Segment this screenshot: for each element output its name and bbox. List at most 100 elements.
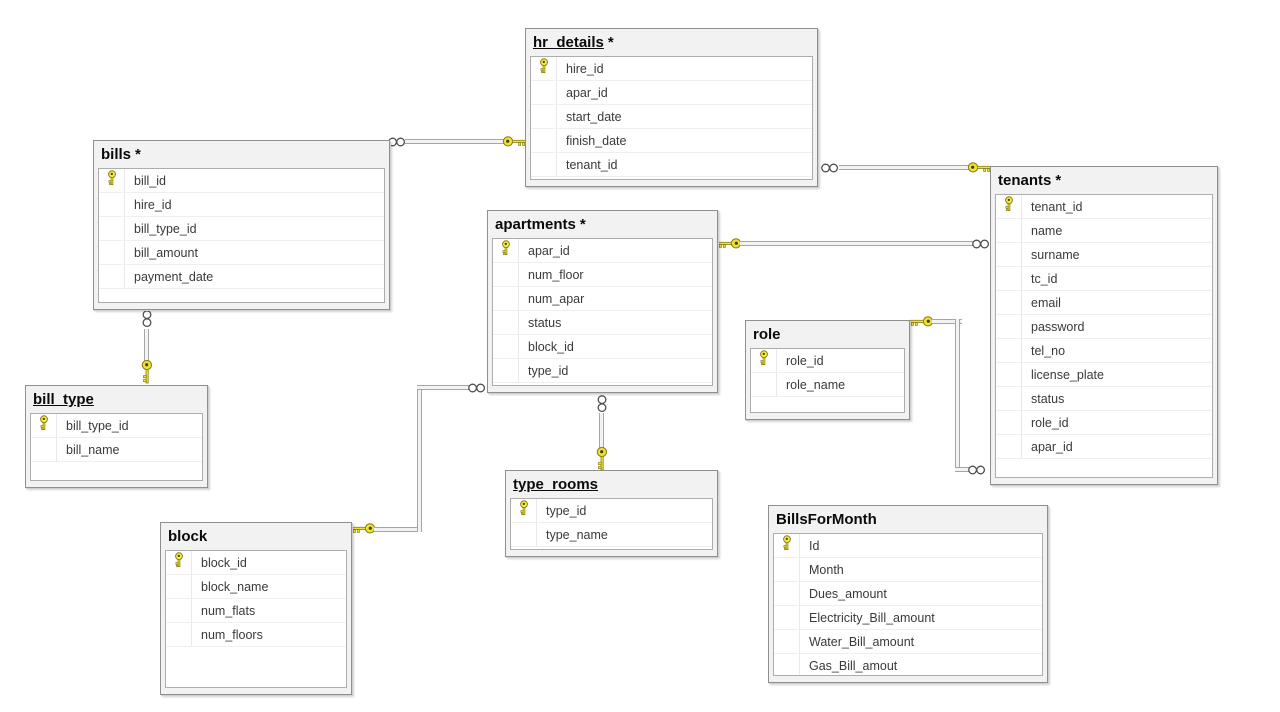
column-row[interactable]: tenant_id [996, 195, 1212, 219]
table-bills[interactable]: bills* bill_id hire_id bill_type_id bill… [93, 140, 390, 310]
table-title[interactable]: hr_details* [533, 34, 614, 51]
table-title[interactable]: tenants* [998, 172, 1062, 189]
column-row[interactable]: apar_id [531, 81, 812, 105]
column-row[interactable]: Water_Bill_amount [774, 630, 1042, 654]
column-name: tenant_id [1031, 199, 1083, 214]
many-end-infinity-icon [971, 238, 992, 250]
table-tenants[interactable]: tenants* tenant_id name surname tc_id em… [990, 166, 1218, 485]
column-row[interactable]: role_name [751, 373, 904, 397]
column-name: block_id [201, 555, 247, 570]
primary-key-icon [173, 552, 185, 573]
relationship-connector-bills-billtype[interactable] [144, 329, 149, 363]
column-name: surname [1031, 247, 1080, 262]
column-row[interactable]: name [996, 219, 1212, 243]
relationship-connector-apartments-tenants[interactable] [740, 241, 973, 246]
column-row[interactable]: tc_id [996, 267, 1212, 291]
column-row[interactable]: num_floor [493, 263, 712, 287]
many-end-infinity-icon [596, 394, 608, 415]
relationship-connector-bills-hrdetails[interactable] [405, 139, 505, 144]
table-title[interactable]: role [753, 326, 781, 343]
column-row[interactable]: num_apar [493, 287, 712, 311]
column-row[interactable]: status [996, 387, 1212, 411]
column-row[interactable]: payment_date [99, 265, 384, 289]
column-row[interactable]: surname [996, 243, 1212, 267]
column-row[interactable]: password [996, 315, 1212, 339]
table-apartments[interactable]: apartments* apar_id num_floor num_apar s… [487, 210, 718, 393]
column-name: bill_type_id [66, 418, 129, 433]
column-row[interactable]: num_floors [166, 623, 346, 647]
column-row[interactable]: bill_name [31, 438, 202, 462]
column-name: start_date [566, 109, 622, 124]
column-grid: type_id type_name [510, 498, 713, 550]
column-name: bill_id [134, 173, 166, 188]
relationship-connector-role-tenants[interactable] [955, 319, 960, 472]
column-row[interactable]: apar_id [493, 239, 712, 263]
column-name: Dues_amount [809, 586, 887, 601]
column-row[interactable]: Electricity_Bill_amount [774, 606, 1042, 630]
column-row[interactable]: type_name [511, 523, 712, 547]
column-row[interactable]: apar_id [996, 435, 1212, 459]
relationship-connector-role-tenants[interactable] [955, 467, 970, 472]
table-role[interactable]: role role_id role_name [745, 320, 910, 420]
column-row[interactable]: start_date [531, 105, 812, 129]
table-type-rooms[interactable]: type_rooms type_id type_name [505, 470, 718, 557]
table-title[interactable]: BillsForMonth [776, 511, 877, 528]
table-title[interactable]: type_rooms [513, 476, 599, 493]
column-row[interactable]: Id [774, 534, 1042, 558]
column-name: hire_id [134, 197, 172, 212]
table-title[interactable]: bills* [101, 146, 141, 163]
table-block[interactable]: block block_id block_name num_flats num_… [160, 522, 352, 695]
one-end-key-icon [502, 135, 527, 149]
column-row[interactable]: finish_date [531, 129, 812, 153]
table-title[interactable]: bill_type [33, 391, 94, 408]
column-grid: role_id role_name [750, 348, 905, 413]
column-row[interactable]: type_id [493, 359, 712, 383]
relationship-connector-role-tenants[interactable] [932, 319, 962, 324]
column-name: tenant_id [566, 157, 618, 172]
one-end-key-icon [595, 446, 609, 471]
column-row[interactable]: block_id [493, 335, 712, 359]
table-title[interactable]: apartments* [495, 216, 586, 233]
column-row[interactable]: bill_amount [99, 241, 384, 265]
column-name: payment_date [134, 269, 214, 284]
column-row[interactable]: role_id [996, 411, 1212, 435]
column-row[interactable]: status [493, 311, 712, 335]
column-row[interactable]: license_plate [996, 363, 1212, 387]
column-row[interactable]: hire_id [531, 57, 812, 81]
relationship-connector-block-apartments[interactable] [417, 385, 422, 532]
one-end-key-icon [909, 315, 934, 329]
column-name: Electricity_Bill_amount [809, 610, 935, 625]
column-row[interactable]: hire_id [99, 193, 384, 217]
column-row[interactable]: block_name [166, 575, 346, 599]
column-row[interactable]: num_flats [166, 599, 346, 623]
column-name: hire_id [566, 61, 604, 76]
table-title[interactable]: block [168, 528, 208, 545]
column-row[interactable]: tenant_id [531, 153, 812, 177]
column-name: type_id [546, 503, 587, 518]
column-name: role_name [786, 377, 846, 392]
column-row[interactable]: email [996, 291, 1212, 315]
table-hr-details[interactable]: hr_details* hire_id apar_id start_date f… [525, 28, 818, 187]
column-row[interactable]: bill_type_id [99, 217, 384, 241]
column-row[interactable]: bill_id [99, 169, 384, 193]
column-name: Water_Bill_amount [809, 634, 915, 649]
relationship-connector-apartments-typerooms[interactable] [599, 413, 604, 449]
column-row[interactable]: Dues_amount [774, 582, 1042, 606]
column-name: apar_id [528, 243, 570, 258]
table-bill-type[interactable]: bill_type bill_type_id bill_name [25, 385, 208, 488]
column-row[interactable]: type_id [511, 499, 712, 523]
relationship-connector-hrdetails-tenants[interactable] [839, 165, 970, 170]
column-name: num_floor [528, 267, 584, 282]
column-row[interactable]: block_id [166, 551, 346, 575]
table-bills-for-month[interactable]: BillsForMonth Id Month Dues_amount Elect… [768, 505, 1048, 683]
column-row[interactable]: Gas_Bill_amout [774, 654, 1042, 675]
column-row[interactable]: tel_no [996, 339, 1212, 363]
column-name: num_flats [201, 603, 256, 618]
column-row[interactable]: bill_type_id [31, 414, 202, 438]
column-row[interactable]: Month [774, 558, 1042, 582]
relationship-connector-block-apartments[interactable] [374, 527, 420, 532]
column-row[interactable]: role_id [751, 349, 904, 373]
column-grid: apar_id num_floor num_apar status block_… [492, 238, 713, 386]
relationship-connector-block-apartments[interactable] [417, 385, 469, 390]
